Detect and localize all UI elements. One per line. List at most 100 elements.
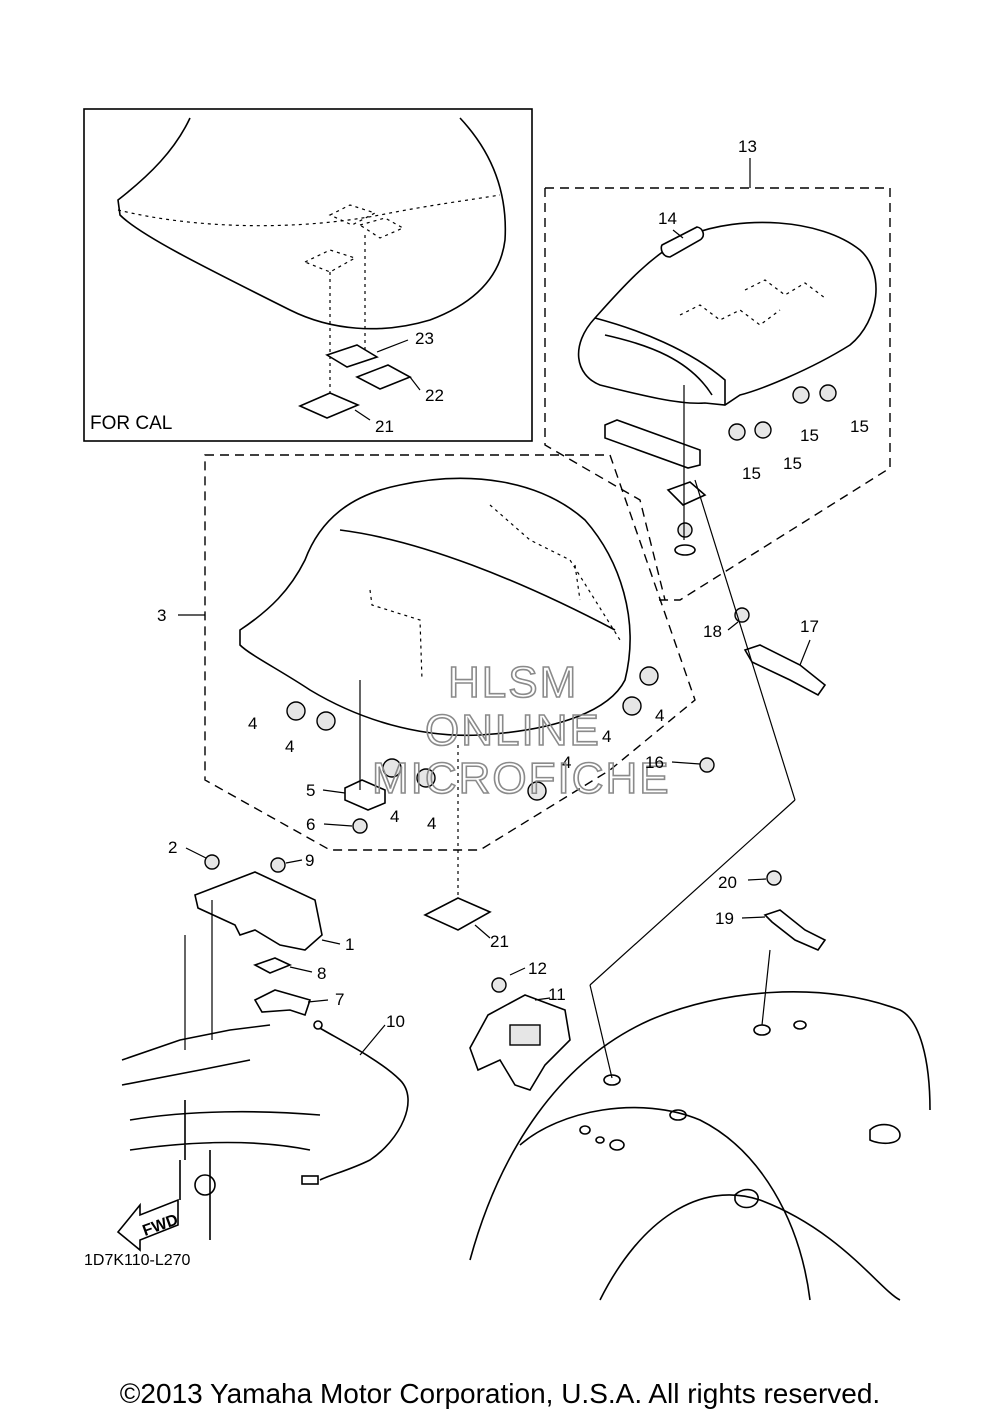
callout-4-f: 4 xyxy=(602,727,611,746)
part-21-label xyxy=(423,897,492,931)
grommet-4-f xyxy=(622,696,642,716)
fender-hole-3 xyxy=(793,1020,807,1030)
leader-17 xyxy=(799,639,811,666)
callout-4-e: 4 xyxy=(562,753,571,772)
callout-15-d: 15 xyxy=(850,417,869,436)
part-3-rider-seat xyxy=(239,477,631,737)
callout-19: 19 xyxy=(715,909,734,928)
fwd-arrow-shape xyxy=(116,1198,179,1252)
callout-23: 23 xyxy=(415,329,434,348)
callout-21-main: 21 xyxy=(490,932,509,951)
callout-4-g: 4 xyxy=(655,706,664,725)
callout-5: 5 xyxy=(306,781,315,800)
diagram-code: 1D7K110-L270 xyxy=(84,1252,191,1269)
callout-4-d: 4 xyxy=(427,814,436,833)
part-17-bracket xyxy=(743,644,827,697)
callout-13: 13 xyxy=(738,137,757,156)
rider-seat-hidden-lines xyxy=(369,504,621,681)
callout-22: 22 xyxy=(425,386,444,405)
inset-caption: FOR CAL xyxy=(90,413,172,434)
drop-line-passenger xyxy=(694,479,796,801)
part-8-shim xyxy=(253,957,293,974)
fender-hole-1 xyxy=(603,1074,621,1086)
leader-12 xyxy=(509,967,526,976)
part-2-bolt xyxy=(204,854,220,870)
inset-seat-seam xyxy=(117,194,501,227)
passenger-seat-plate xyxy=(666,481,707,506)
callout-4-c: 4 xyxy=(390,807,399,826)
grommet-4-a xyxy=(286,701,306,721)
inset-for-cal: 23 22 21 FOR CAL xyxy=(83,108,533,442)
callout-2: 2 xyxy=(168,838,177,857)
passenger-seat-bracket xyxy=(604,419,701,469)
right-side-parts: 18 17 16 20 19 12 11 xyxy=(469,479,827,1091)
frame-section xyxy=(121,900,321,1240)
frame-mount-hole xyxy=(194,1174,216,1196)
callout-17: 17 xyxy=(800,617,819,636)
group-13-boundary xyxy=(545,187,891,601)
leader-8 xyxy=(289,966,313,973)
leader-2 xyxy=(185,847,207,859)
leader-7 xyxy=(307,999,329,1003)
fender-cutout-2 xyxy=(734,1188,759,1209)
watermark-line-2: ONLINE xyxy=(425,706,601,755)
callout-21-inset: 21 xyxy=(375,417,394,436)
leader-1 xyxy=(321,939,341,945)
part-19-bracket xyxy=(763,909,827,951)
leader-21b xyxy=(474,924,491,939)
callout-3: 3 xyxy=(157,606,166,625)
callout-4-a: 4 xyxy=(248,714,257,733)
part-20-bolt xyxy=(766,870,782,886)
callout-20: 20 xyxy=(718,873,737,892)
fender-hole-2 xyxy=(753,1024,771,1036)
copyright-notice: ©2013 Yamaha Motor Corporation, U.S.A. A… xyxy=(119,1378,881,1409)
cable-end-top xyxy=(313,1020,323,1030)
fender-hole-6 xyxy=(579,1125,591,1135)
callout-14: 14 xyxy=(658,209,677,228)
fwd-arrow: FWD xyxy=(116,1198,180,1252)
leader-10 xyxy=(359,1024,386,1056)
part-14-handle xyxy=(660,226,705,258)
watermark-line-3: MICROFICHE xyxy=(372,754,671,803)
part-9-nut xyxy=(270,857,286,873)
passenger-seat-bolt xyxy=(677,522,693,538)
fender-lower-edge xyxy=(599,1194,901,1301)
leader-9 xyxy=(285,859,303,864)
callout-18: 18 xyxy=(703,622,722,641)
fender-outer-edge xyxy=(469,991,931,1261)
fender-hole-5 xyxy=(609,1139,625,1151)
part-5-bracket xyxy=(344,779,386,811)
grommet-4-b xyxy=(316,711,336,731)
fender-cutout-1 xyxy=(869,1123,901,1145)
leader-21a xyxy=(354,409,371,421)
callout-9: 9 xyxy=(305,851,314,870)
callout-4-b: 4 xyxy=(285,737,294,756)
passenger-seat-front-edge xyxy=(594,317,726,405)
part-12-bolt xyxy=(491,977,507,993)
callout-11: 11 xyxy=(548,985,566,1004)
grommet-15-a xyxy=(728,423,746,441)
callout-10: 10 xyxy=(386,1012,405,1031)
part-4-grommets xyxy=(286,666,659,801)
passenger-seat-group: 13 14 15 15 15 15 xyxy=(544,137,891,601)
part-15-grommets xyxy=(728,384,837,441)
callout-8: 8 xyxy=(317,964,326,983)
leader-18 xyxy=(727,621,739,631)
leader-23 xyxy=(376,339,409,353)
callout-6: 6 xyxy=(306,815,315,834)
passenger-seat-seam xyxy=(604,334,713,396)
fender-hole-7 xyxy=(595,1136,605,1144)
callout-7: 7 xyxy=(335,990,344,1009)
part-6-nut xyxy=(352,818,368,834)
callout-12: 12 xyxy=(528,959,547,978)
leader-19 xyxy=(741,916,766,919)
grommet-15-b xyxy=(754,421,772,439)
part-22-label xyxy=(355,364,412,390)
part-11-latch-block xyxy=(509,1024,541,1046)
watermark-line-1: HLSM xyxy=(448,658,578,707)
drop-line-19 xyxy=(761,949,771,1026)
callout-15-c: 15 xyxy=(800,426,819,445)
part-21-label-inset xyxy=(298,392,361,419)
